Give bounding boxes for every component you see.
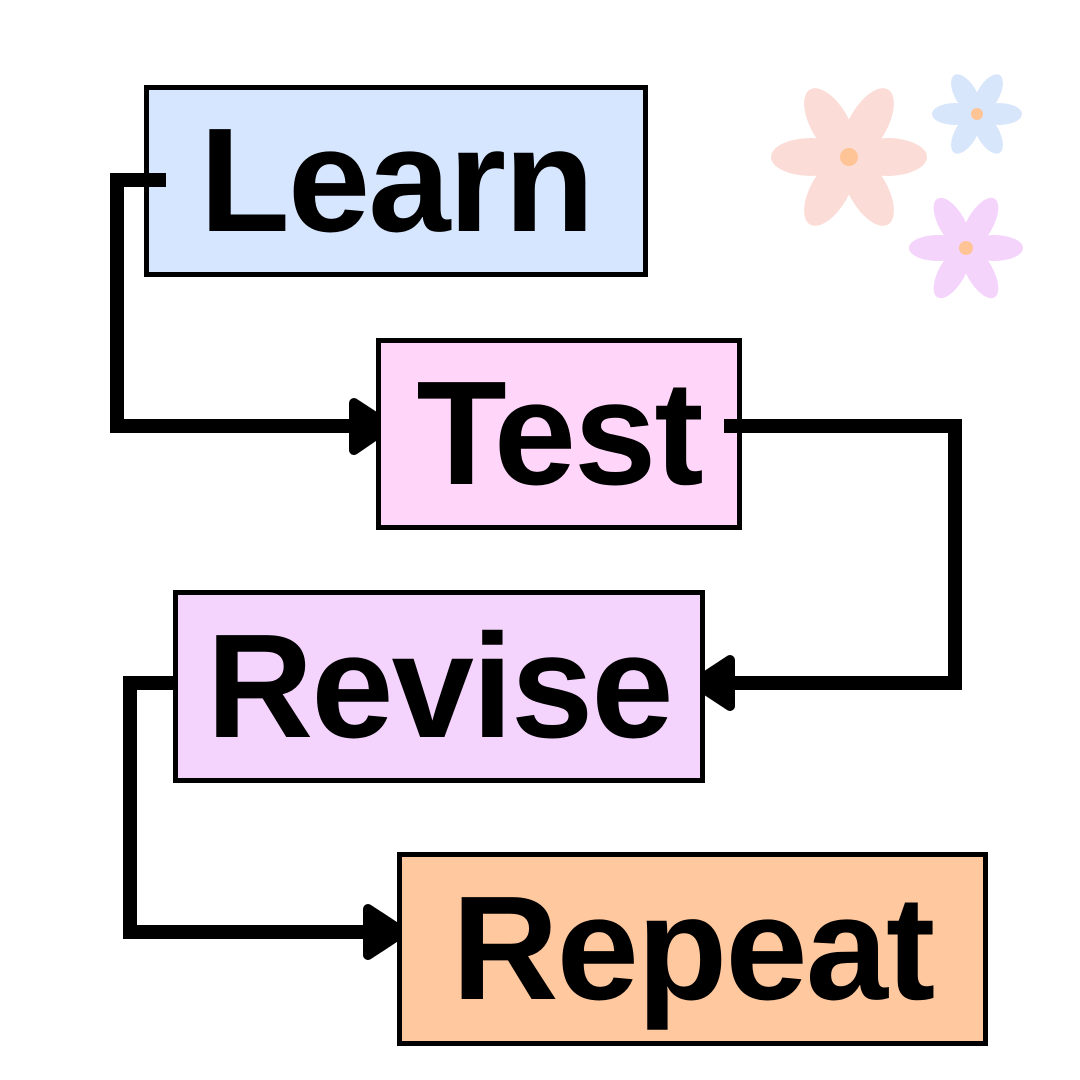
flower-center <box>959 241 973 255</box>
flower-petal <box>804 153 856 226</box>
flower-petal <box>842 88 894 161</box>
step-test-label: Test <box>416 351 703 516</box>
flower-petal <box>961 246 999 299</box>
connector-test-to-revise <box>708 419 962 690</box>
flower-petal <box>973 74 1003 116</box>
connector-revise-to-repeat <box>123 676 398 939</box>
flower-petal <box>933 197 971 250</box>
flower-center <box>840 148 858 166</box>
arrowhead-into-revise-icon <box>690 655 735 711</box>
step-test: Test <box>376 338 742 530</box>
arrowhead-into-repeat-icon <box>363 904 408 960</box>
step-revise-label: Revise <box>206 603 673 769</box>
step-revise: Revise <box>173 590 705 783</box>
step-learn-label: Learn <box>199 98 594 263</box>
violet-flower-icon <box>909 197 1023 299</box>
flower-center <box>971 108 983 120</box>
flower-petal <box>961 197 999 250</box>
step-repeat: Repeat <box>397 852 988 1046</box>
flower-petal <box>933 246 971 299</box>
blue-flower-icon <box>932 74 1022 154</box>
step-repeat-label: Repeat <box>451 866 936 1031</box>
arrowhead-into-test-icon <box>349 398 394 455</box>
flower-petal <box>951 112 981 154</box>
pink-flower-icon <box>771 88 927 226</box>
step-learn: Learn <box>144 85 648 277</box>
